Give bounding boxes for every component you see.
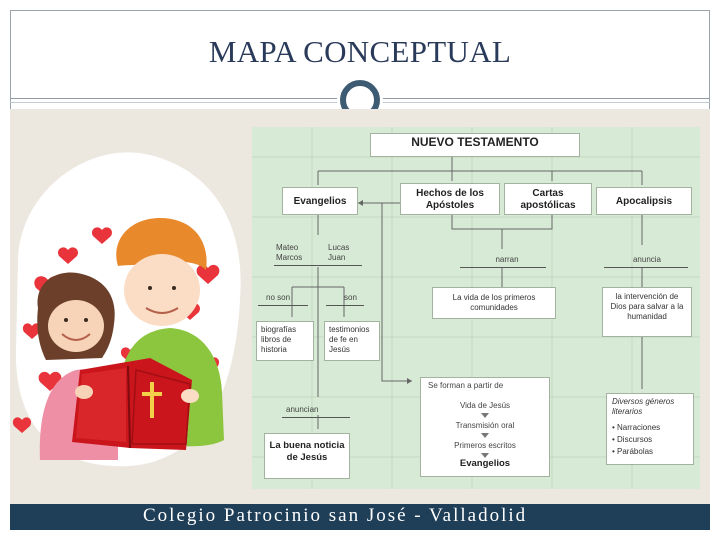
- node-no-son: no son: [266, 293, 291, 302]
- son-underline: [326, 305, 364, 306]
- node-biografias: biografías libros de historia: [256, 321, 314, 361]
- narran-underline: [460, 267, 546, 268]
- node-generos-panel: Diversos géneros literarios • Narracione…: [606, 393, 694, 465]
- node-primeros-escritos: Primeros escritos: [454, 441, 516, 450]
- autores-underline: [274, 265, 362, 266]
- node-autores-der: Lucas Juan: [328, 243, 350, 262]
- node-testimonios: testimonios de fe en Jesús: [324, 321, 380, 361]
- node-apocalipsis: Apocalipsis: [596, 187, 692, 215]
- node-narran: narran: [495, 255, 519, 264]
- node-autores-izq: Mateo Marcos: [276, 243, 303, 262]
- anuncia-underline: [604, 267, 688, 268]
- anuncian-underline: [282, 417, 350, 418]
- footer-bar: [10, 504, 710, 530]
- generos-item-discursos: • Discursos: [612, 435, 653, 444]
- node-cartas: Cartas apostólicas: [504, 183, 592, 215]
- arrow-down-icon: [481, 413, 489, 418]
- node-se-forman: Se forman a partir de: [428, 381, 504, 390]
- arrow-down-icon: [481, 453, 489, 458]
- node-vida-comunidades: La vida de los primeros comunidades: [432, 287, 556, 319]
- generos-item-parabolas: • Parábolas: [612, 447, 654, 456]
- node-evangelios-final: Evangelios: [459, 458, 511, 469]
- node-generos: Diversos géneros literarios: [612, 397, 675, 416]
- footer-text: Colegio Patrocinio san José - Valladolid: [143, 505, 528, 526]
- children-bible-image: [12, 152, 241, 467]
- no-son-underline: [258, 305, 308, 306]
- node-evangelios: Evangelios: [282, 187, 358, 215]
- node-intervencion: la intervención de Dios para salvar a la…: [602, 287, 692, 337]
- node-hechos: Hechos de los Apóstoles: [400, 183, 500, 215]
- slide-title: MAPA CONCEPTUAL: [208, 34, 512, 69]
- node-anuncian: anuncian: [286, 405, 319, 414]
- children-bible-illustration: [10, 130, 248, 475]
- node-vida-jesus: Vida de Jesús: [459, 401, 511, 410]
- node-buena-noticia: La buena noticia de Jesús: [264, 433, 350, 479]
- generos-item-narraciones: • Narraciones: [612, 423, 661, 432]
- node-anuncia: anuncia: [632, 255, 662, 264]
- node-transmision: Transmisión oral: [455, 421, 515, 430]
- node-son: son: [344, 293, 357, 302]
- node-se-forman-panel: [420, 377, 550, 477]
- arrow-down-icon: [481, 433, 489, 438]
- node-nuevo-testamento: NUEVO TESTAMENTO: [370, 133, 580, 157]
- concept-map: NUEVO TESTAMENTO Evangelios Hechos de lo…: [252, 127, 700, 489]
